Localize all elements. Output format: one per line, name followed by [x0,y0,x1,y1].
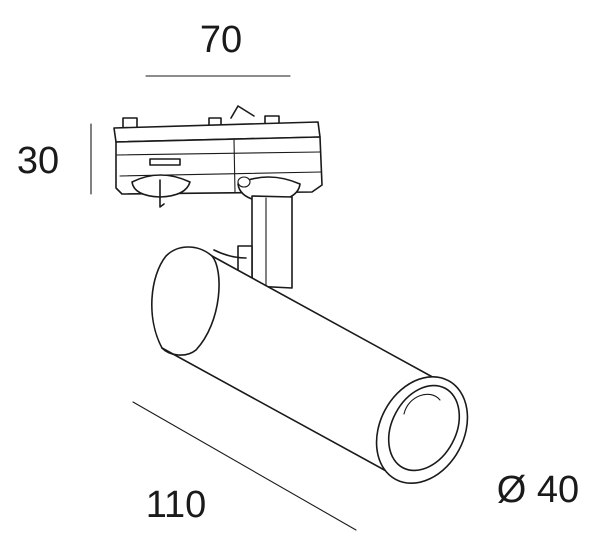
dimension-width: 70 [145,19,291,77]
stem-body [251,195,293,289]
adapter-ring-screw [237,176,251,188]
stem-wire [213,249,247,259]
adapter-knob-lever [159,179,165,208]
adapter-body-divider [233,139,236,193]
adapter-knob-left [131,174,191,198]
spotlight-rear-cap [161,255,220,356]
dimension-height: 30 [17,123,92,195]
dimension-width-label: 70 [200,19,242,61]
track-adapter [113,105,323,208]
dimension-diameter: Ø 40 [497,469,579,511]
dimension-height-label: 30 [17,140,59,182]
adapter-spring-contact [230,105,255,119]
dimension-length-label: 110 [146,484,207,526]
adapter-slot [149,158,181,166]
dimension-diameter-label: Ø 40 [497,469,579,511]
dimension-length: 110 [132,401,357,531]
stem [213,195,293,289]
spotlight-head [151,246,469,485]
spotlight-reflector [403,393,441,415]
adapter-body-line-upper [116,151,321,156]
dimension-length-line [132,401,357,531]
